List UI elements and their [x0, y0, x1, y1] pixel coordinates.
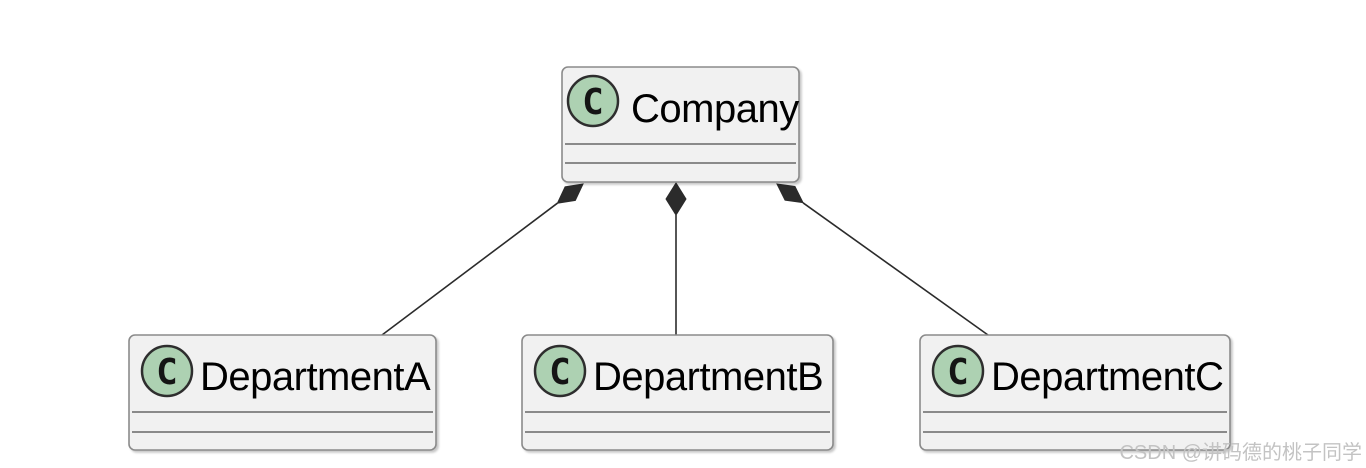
edge-line-c: [802, 202, 989, 336]
class-icon-letter: C: [947, 352, 969, 393]
edge-company-departmentB: [665, 182, 687, 335]
class-rect-departmentA: [128, 334, 437, 451]
class-rect-departmentB: [521, 334, 834, 451]
class-box-departmentB: C DepartmentB: [521, 334, 834, 451]
class-name-departmentB: DepartmentB: [593, 355, 823, 399]
class-icon: [566, 74, 620, 128]
class-icon-letter: C: [156, 352, 178, 393]
composition-diamond-b: [665, 182, 687, 216]
class-name-company: Company: [631, 87, 799, 131]
edge-company-departmentA: [381, 183, 584, 336]
class-box-departmentC: C DepartmentC: [919, 334, 1231, 451]
edge-company-departmentC: [776, 183, 989, 336]
class-rect-departmentC: [919, 334, 1231, 451]
class-box-departmentA: C DepartmentA: [128, 334, 437, 451]
class-icon: [533, 344, 587, 398]
edge-line-a: [381, 202, 558, 336]
class-rect-company: [561, 66, 800, 183]
class-name-departmentA: DepartmentA: [200, 355, 431, 399]
csdn-watermark: CSDN @讲码德的桃子同学: [1119, 441, 1362, 464]
class-icon: [140, 344, 194, 398]
class-box-company: C Company: [561, 66, 800, 183]
class-icon: [931, 344, 985, 398]
composition-diamond-c: [776, 183, 804, 204]
class-name-departmentC: DepartmentC: [991, 355, 1223, 399]
class-icon-letter: C: [582, 82, 604, 123]
class-icon-letter: C: [549, 352, 571, 393]
